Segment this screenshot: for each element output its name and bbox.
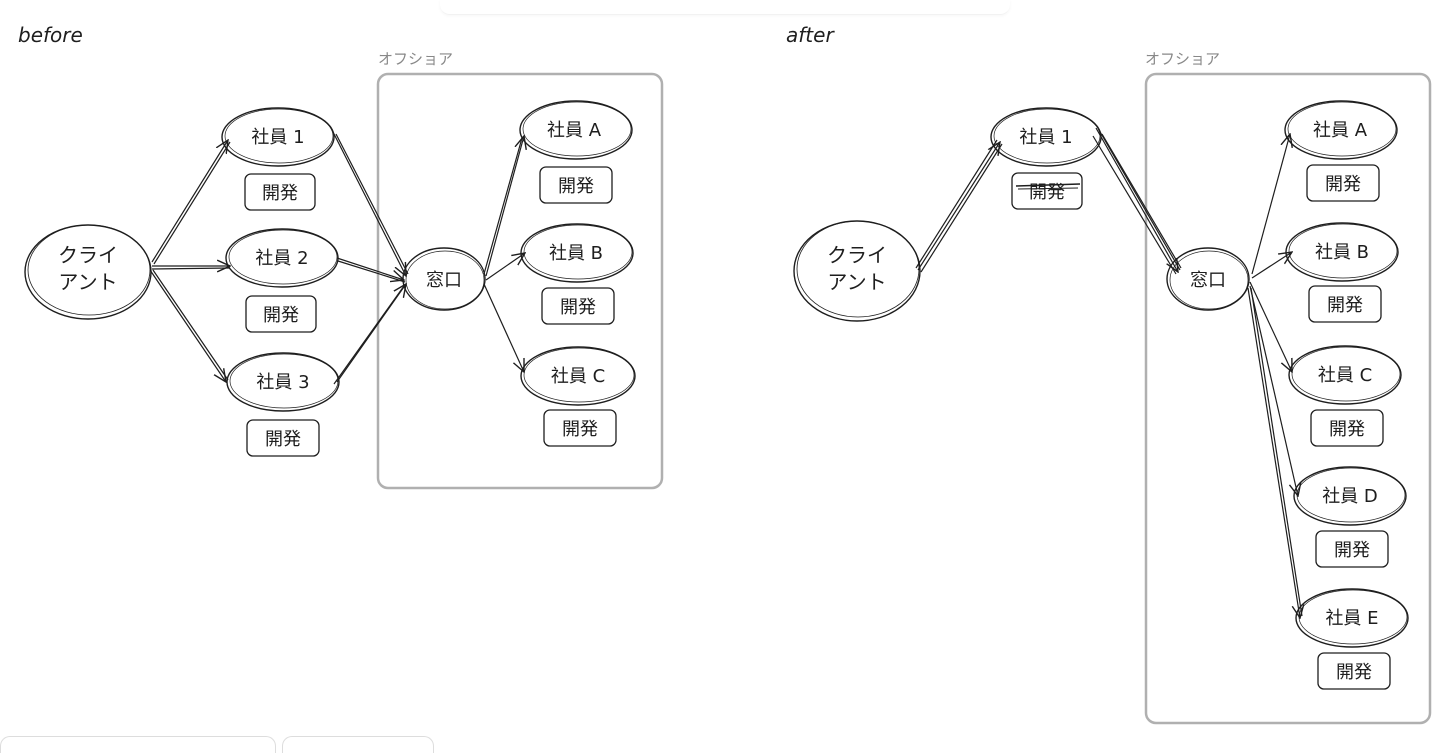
arrow-emp3-window-sketch <box>333 285 405 385</box>
arrow-emp1-window-sketch <box>335 133 409 275</box>
after-offshore-employee-d: 社員 D 開発 <box>1293 466 1407 568</box>
after-employee-1-tag: 開発 <box>1029 182 1065 203</box>
before-offshore-employee-c-name: 社員 C <box>551 366 605 387</box>
after-client-node: クライ アント <box>793 220 921 322</box>
arrow-client-emp3 <box>149 269 226 382</box>
after-client-line2: アント <box>827 270 886 294</box>
before-diagram: before オフショア クライ アント <box>18 23 664 490</box>
before-employee-1-name: 社員 1 <box>251 127 304 148</box>
arrow-window-empE-after <box>1247 287 1300 618</box>
after-offshore-label: オフショア <box>1145 50 1220 68</box>
arrow-emp1-window-after-sketch-2 <box>1101 133 1182 269</box>
arrow-emp1-window-after-sketch-1 <box>1098 129 1181 271</box>
after-offshore-employee-d-tag: 開発 <box>1334 540 1370 561</box>
before-client-line2: アント <box>58 270 117 294</box>
arrow-emp1-window-after-sketch-3 <box>1092 135 1177 275</box>
before-employee-3-tag: 開発 <box>265 429 301 450</box>
before-offshore-employee-a: 社員 A 開発 <box>519 100 633 204</box>
arrow-window-empB-after <box>1251 252 1292 279</box>
after-window-label: 窓口 <box>1190 270 1226 291</box>
before-employee-2-name: 社員 2 <box>255 248 308 269</box>
after-offshore-employee-e: 社員 E 開発 <box>1295 588 1409 690</box>
arrow-client-emp1 <box>151 140 228 263</box>
before-offshore-employee-b: 社員 B 開発 <box>520 223 634 325</box>
before-offshore-label: オフショア <box>378 50 453 68</box>
before-client-line1: クライ <box>58 243 118 267</box>
arrow-emp3-window <box>336 284 406 383</box>
after-offshore-employee-a: 社員 A 開発 <box>1284 100 1398 202</box>
after-offshore-employee-a-name: 社員 A <box>1313 120 1368 141</box>
before-employee-1-tag: 開発 <box>262 183 298 204</box>
before-offshore-employee-b-name: 社員 B <box>549 243 603 264</box>
before-employee-1: 社員 1 開発 <box>221 107 335 211</box>
before-offshore-employee-a-tag: 開発 <box>558 176 594 197</box>
after-offshore-employee-e-name: 社員 E <box>1325 608 1378 629</box>
after-offshore-employee-b: 社員 B 開発 <box>1285 222 1399 323</box>
after-offshore-employee-d-name: 社員 D <box>1322 486 1378 507</box>
after-employee-1-name: 社員 1 <box>1019 127 1072 148</box>
before-offshore-employee-a-name: 社員 A <box>547 120 602 141</box>
before-offshore-employee-c-tag: 開発 <box>562 419 598 440</box>
after-employee-1-tag-strikethrough-sketch <box>1017 187 1079 190</box>
before-offshore-frame <box>376 72 664 490</box>
after-offshore-employee-c-name: 社員 C <box>1318 365 1372 386</box>
arrow-window-empB <box>485 253 525 281</box>
before-window-node: 窓口 <box>402 247 486 311</box>
arrow-client-emp3-sketch <box>152 269 229 381</box>
after-window-node: 窓口 <box>1166 247 1250 311</box>
arrow-emp1-window <box>332 131 406 276</box>
before-window-label: 窓口 <box>426 270 462 291</box>
after-offshore-frame <box>1144 72 1432 725</box>
arrow-emp2-window-sketch <box>337 260 406 283</box>
after-client-line1: クライ <box>827 243 887 267</box>
after-arrows <box>915 127 1303 618</box>
before-employee-2-tag: 開発 <box>263 305 299 326</box>
before-employee-2: 社員 2 開発 <box>225 228 339 333</box>
after-employee-1: 社員 1 開発 <box>990 107 1102 210</box>
after-offshore-employee-c: 社員 C 開発 <box>1288 345 1402 447</box>
arrow-client-emp1-after-sketch-1 <box>920 143 1003 273</box>
after-title: after <box>786 23 835 47</box>
after-offshore-employee-a-tag: 開発 <box>1325 174 1361 195</box>
after-offshore-employee-b-name: 社員 B <box>1315 242 1369 263</box>
after-offshore-employee-b-tag: 開発 <box>1327 295 1363 316</box>
arrow-emp1-window-after <box>1095 127 1178 272</box>
arrow-client-emp1-after <box>917 142 1000 271</box>
before-title: before <box>18 23 83 47</box>
after-offshore-employee-e-tag: 開発 <box>1336 662 1372 683</box>
arrow-window-empC-after <box>1249 281 1292 372</box>
before-client-node: クライ アント <box>24 224 152 320</box>
top-toolbar-edge <box>440 0 1010 15</box>
before-arrows <box>149 131 525 385</box>
before-offshore-employee-b-tag: 開発 <box>560 297 596 318</box>
arrow-client-emp1-sketch <box>153 141 231 265</box>
after-employee-1-tag-strikethrough <box>1015 183 1081 187</box>
arrow-window-empA-sketch <box>483 137 523 275</box>
arrow-client-emp1-after-sketch-2 <box>915 139 998 269</box>
before-employee-3: 社員 3 開発 <box>226 352 340 457</box>
arrow-window-empA <box>485 136 524 277</box>
arrow-window-empC <box>483 283 524 372</box>
before-offshore-employee-c: 社員 C 開発 <box>520 346 636 447</box>
arrow-emp2-window <box>336 257 404 280</box>
after-offshore-employee-c-tag: 開発 <box>1329 419 1365 440</box>
after-diagram: after オフショア クライ アント <box>786 23 1432 725</box>
arrow-window-empE-after-sketch <box>1250 287 1303 617</box>
before-employee-3-name: 社員 3 <box>256 372 309 393</box>
arrow-client-emp2-sketch <box>151 267 231 270</box>
arrow-window-empD-after <box>1249 285 1298 496</box>
arrow-window-empA-after <box>1251 134 1290 275</box>
